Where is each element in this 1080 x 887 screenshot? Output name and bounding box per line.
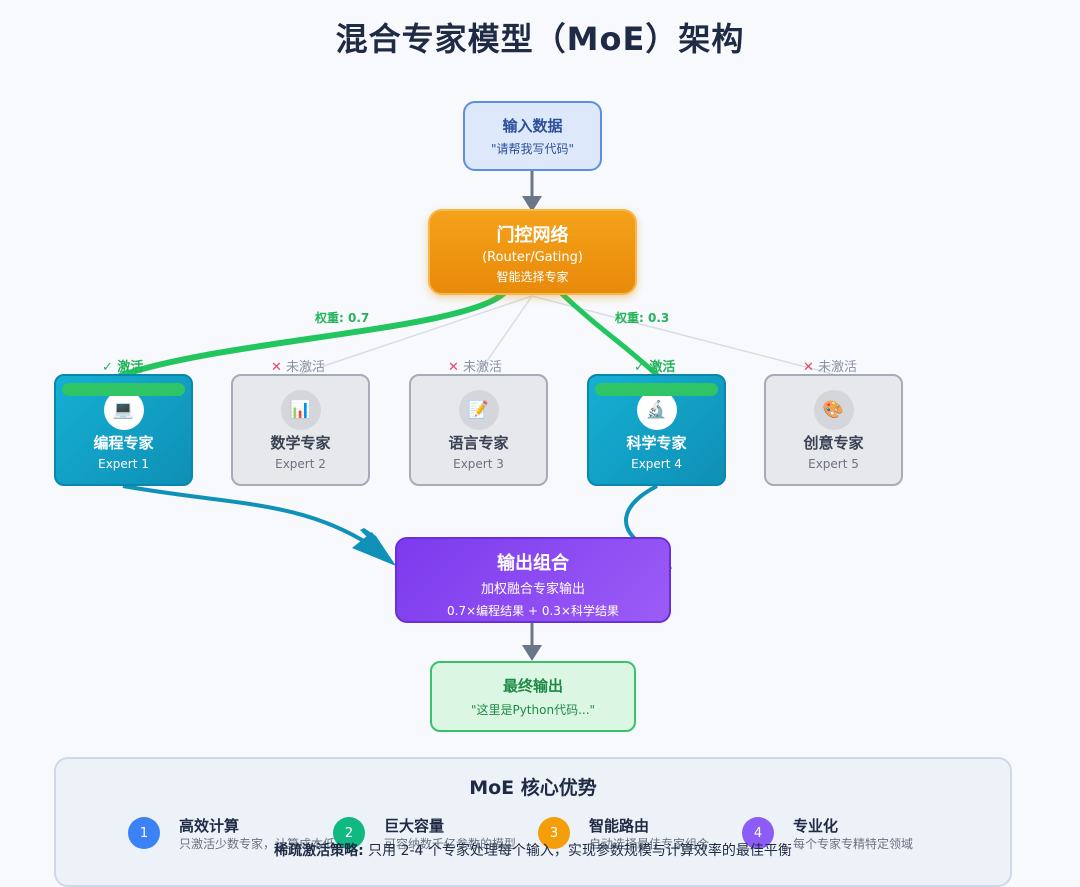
number-badge: 1 [128, 817, 160, 849]
gate-title: 门控网络 [496, 225, 569, 246]
number-badge: 3 [538, 817, 570, 849]
arrowhead-output-to-final [522, 645, 542, 661]
expert-id: Expert 4 [631, 457, 682, 471]
input-data-node: 输入数据 "请帮我写代码" [463, 101, 602, 171]
output-formula: 0.7×编程结果 + 0.3×科学结果 [447, 604, 619, 618]
expert-id: Expert 3 [453, 457, 504, 471]
expert-node-4: 🔬 科学专家 Expert 4 [587, 374, 726, 486]
expert-node-1: 💻 编程专家 Expert 1 [54, 374, 193, 486]
status-expert-2: ✕ 未激活 [271, 356, 325, 375]
number-badge: 4 [742, 817, 774, 849]
advantage-item-4: 4 专业化 每个专家专精特定领域 [742, 815, 942, 855]
page-title: 混合专家模型（MoE）架构 [335, 20, 745, 58]
status-expert-1: ✓ 激活 [102, 356, 143, 375]
route-to-expert-3 [477, 295, 533, 375]
expert-id: Expert 5 [808, 457, 859, 471]
expert-node-3: 📝 语言专家 Expert 3 [409, 374, 548, 486]
close-icon: ✕ [448, 360, 459, 375]
status-expert-4: ✓ 激活 [634, 356, 675, 375]
active-bar [595, 383, 718, 396]
advantage-desc: 只激活少数专家，计算成本低 [179, 837, 336, 851]
pen-icon: 📝 [458, 390, 499, 430]
arrow-expert1-to-output [122, 484, 372, 547]
final-example: "这里是Python代码..." [470, 703, 596, 717]
arrowhead-input-to-gate [522, 196, 542, 212]
route-to-expert-2 [299, 295, 533, 375]
final-title: 最终输出 [502, 677, 563, 695]
advantage-item-2: 2 巨大容量 可容纳数千亿参数的模型 [333, 815, 533, 855]
expert-id: Expert 2 [275, 457, 326, 471]
output-desc: 加权融合专家输出 [480, 582, 585, 597]
bar-chart-icon: 📊 [280, 390, 321, 430]
advantage-title: 专业化 [793, 817, 839, 835]
route-to-expert-1 [117, 289, 508, 379]
active-bar [62, 383, 185, 396]
expert-name: 创意专家 [803, 434, 864, 452]
expert-id: Expert 1 [98, 457, 149, 471]
route-to-expert-4 [557, 289, 661, 379]
final-output-node: 最终输出 "这里是Python代码..." [430, 661, 636, 732]
status-inactive-text: 未激活 [818, 360, 858, 375]
status-active-text: ✓ 激活 [102, 360, 144, 375]
close-icon: ✕ [803, 360, 814, 375]
advantage-desc: 每个专家专精特定领域 [793, 837, 914, 851]
expert-name: 语言专家 [448, 434, 509, 452]
palette-icon: 🎨 [813, 390, 854, 430]
gating-network-node: 门控网络 (Router/Gating) 智能选择专家 [428, 209, 637, 295]
status-expert-3: ✕ 未激活 [448, 356, 502, 375]
status-active-text: ✓ 激活 [634, 360, 676, 375]
expert-node-2: 📊 数学专家 Expert 2 [231, 374, 370, 486]
weight-label-left: 权重: 0.7 [315, 311, 370, 325]
advantage-title: 智能路由 [589, 817, 650, 835]
expert-name: 科学专家 [626, 434, 687, 452]
advantage-desc: 自动选择最佳专家组合 [589, 837, 710, 851]
advantage-title: 高效计算 [179, 817, 240, 835]
strategy-label: 稀疏激活策略: [274, 843, 364, 859]
status-inactive-text: 未激活 [463, 360, 503, 375]
close-icon: ✕ [271, 360, 282, 375]
input-example: "请帮我写代码" [490, 142, 575, 156]
expert-name: 编程专家 [93, 434, 154, 452]
status-expert-5: ✕ 未激活 [803, 356, 857, 375]
advantage-desc: 可容纳数千亿参数的模型 [384, 837, 517, 851]
output-title: 输出组合 [497, 553, 569, 574]
laptop-icon: 💻 [103, 390, 144, 430]
weight-label-right: 权重: 0.3 [615, 311, 670, 325]
advantage-item-3: 3 智能路由 自动选择最佳专家组合 [538, 815, 738, 855]
sparse-activation-strategy: 稀疏激活策略: 只用 2-4 个专家处理每个输入，实现参数规模与计算效率的最佳平… [56, 840, 1010, 860]
expert-node-5: 🎨 创意专家 Expert 5 [764, 374, 903, 486]
advantages-panel: MoE 核心优势 1 高效计算 只激活少数专家，计算成本低 2 巨大容量 可容纳… [54, 757, 1012, 887]
advantage-title: 巨大容量 [384, 817, 445, 835]
advantage-item-1: 1 高效计算 只激活少数专家，计算成本低 [128, 815, 335, 855]
gate-desc: 智能选择专家 [496, 270, 569, 284]
status-inactive-text: 未激活 [286, 360, 326, 375]
number-badge: 2 [333, 817, 365, 849]
strategy-text: 只用 2-4 个专家处理每个输入，实现参数规模与计算效率的最佳平衡 [363, 843, 792, 859]
advantages-title: MoE 核心优势 [469, 777, 597, 799]
expert-name: 数学专家 [270, 434, 331, 452]
microscope-icon: 🔬 [636, 390, 677, 430]
gate-subtitle: (Router/Gating) [482, 250, 583, 265]
input-title: 输入数据 [502, 117, 563, 135]
output-combination-node: 输出组合 加权融合专家输出 0.7×编程结果 + 0.3×科学结果 [395, 537, 671, 623]
